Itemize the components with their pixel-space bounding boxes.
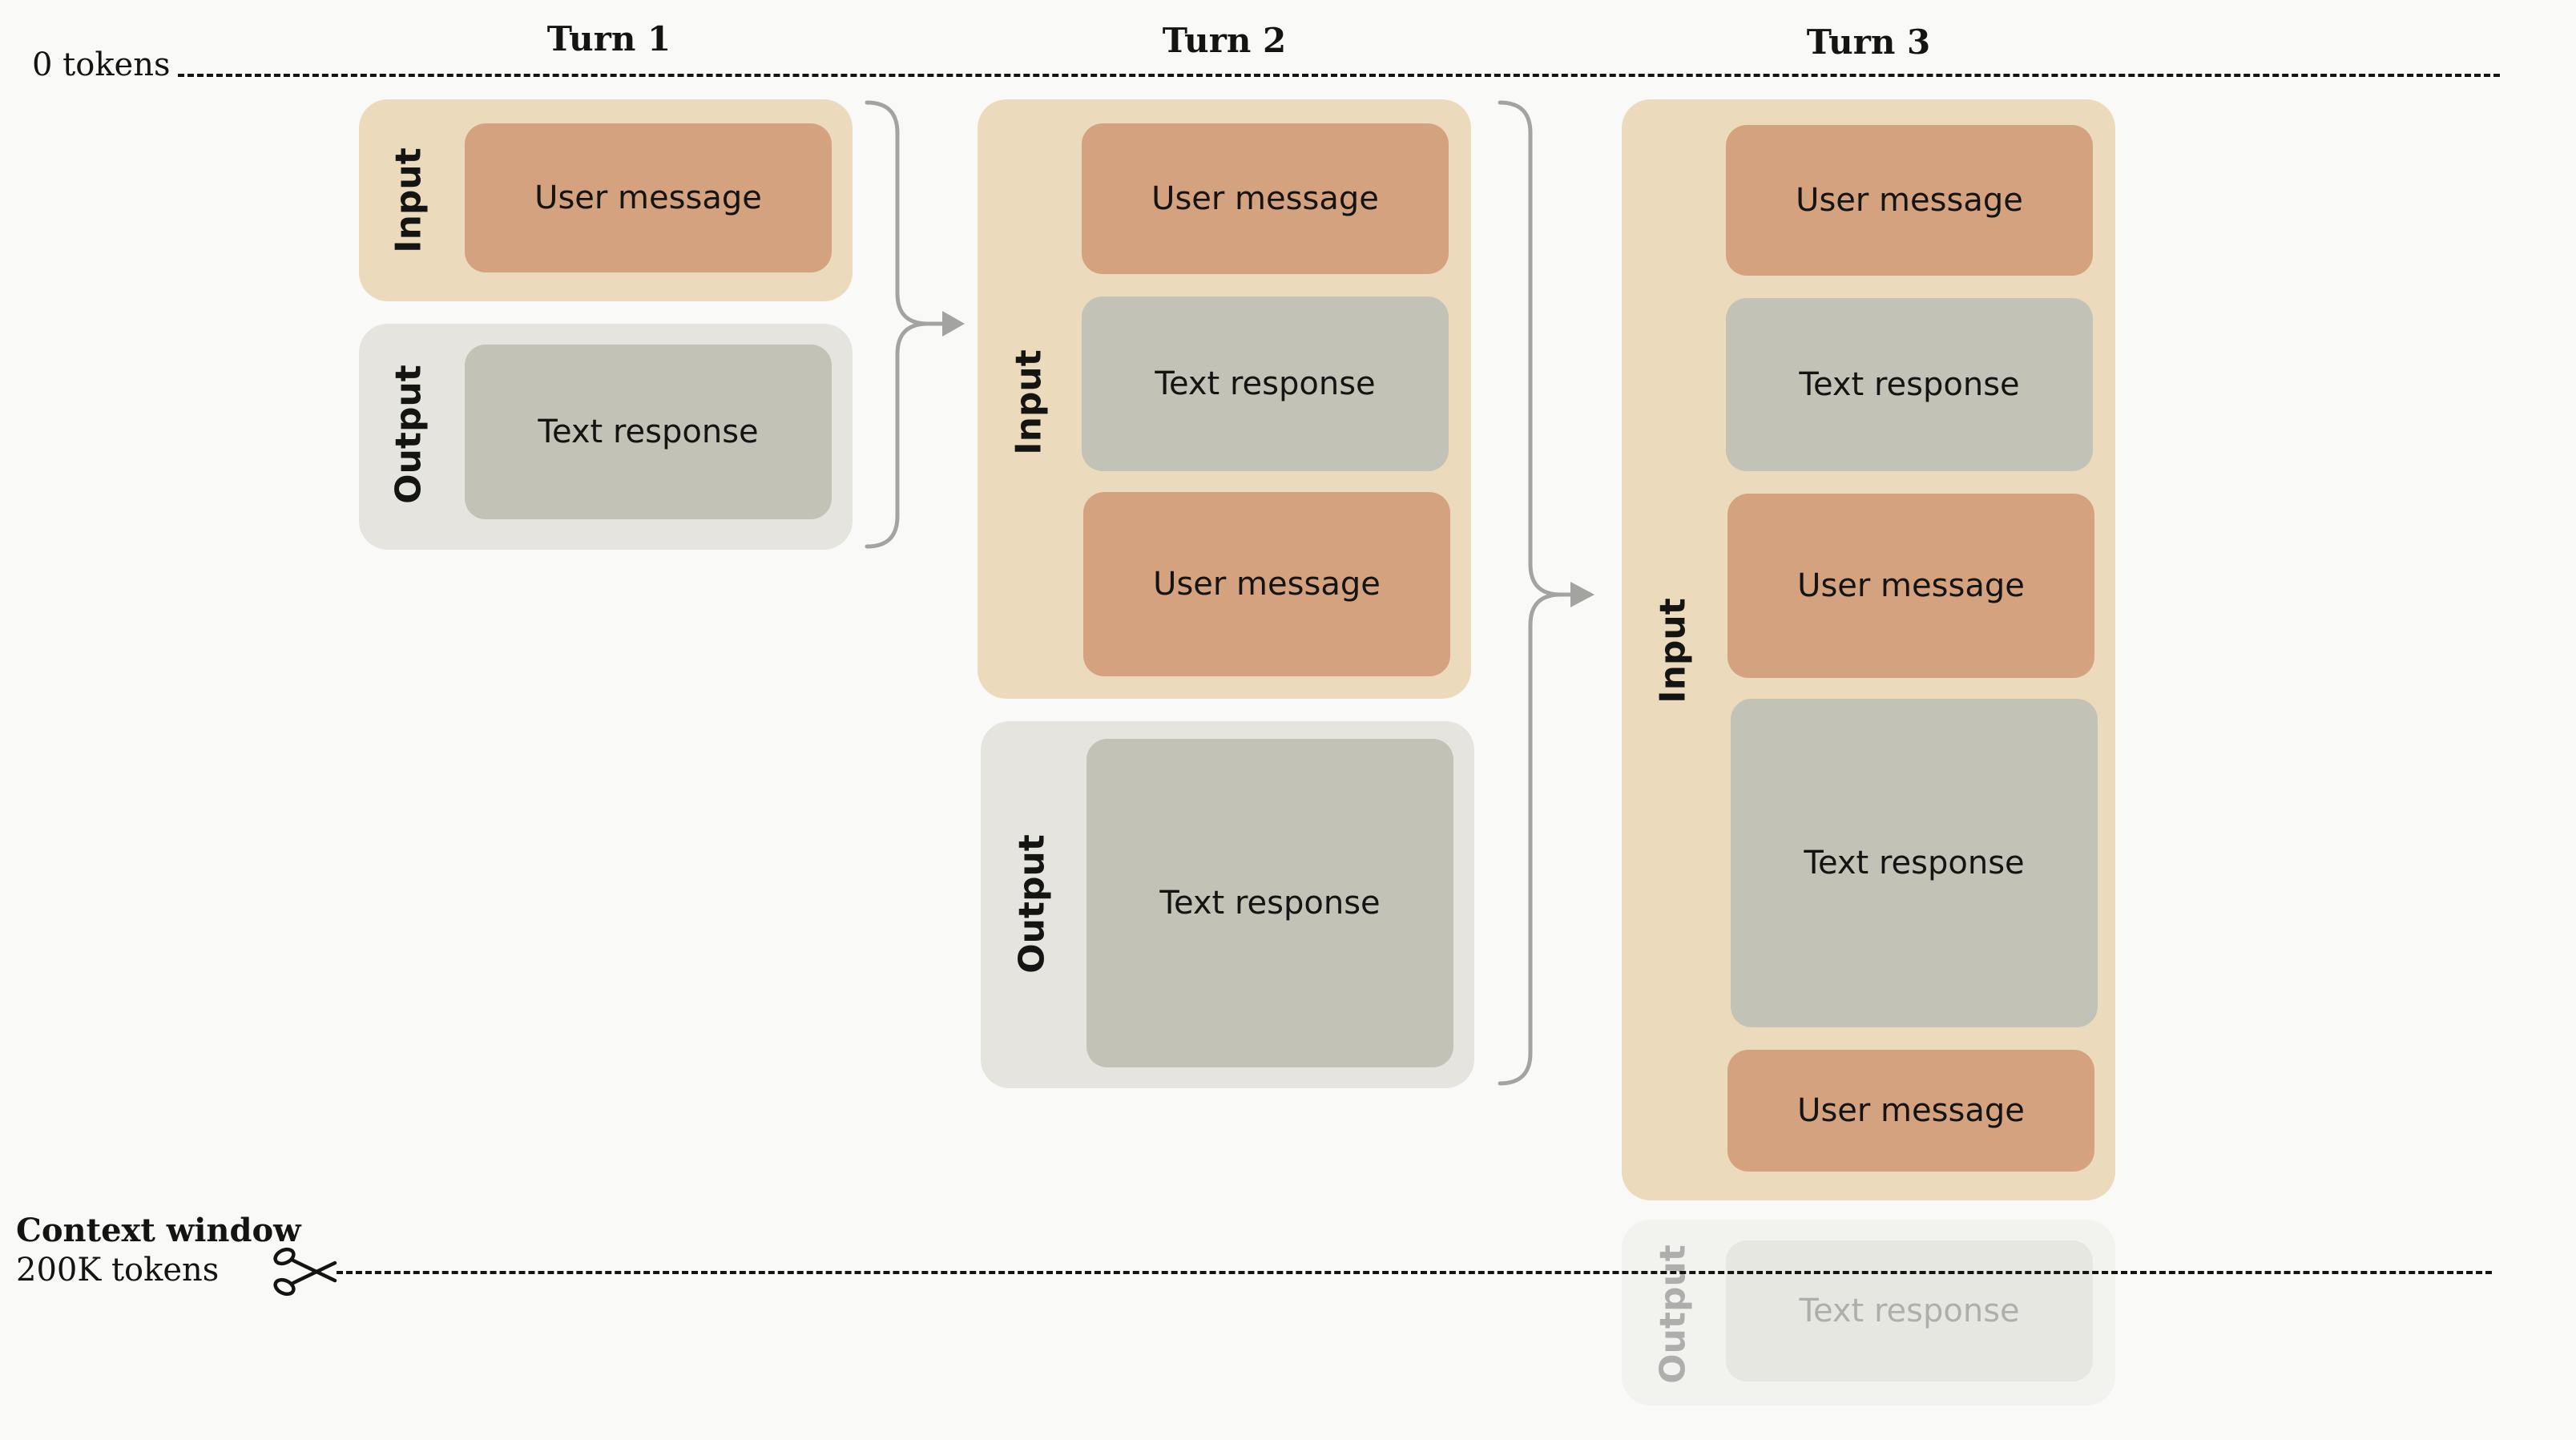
turn-3-text-response-1: Text response: [1726, 298, 2093, 471]
context-limit-line: [337, 1271, 2492, 1274]
turn-3-title: Turn 3: [1806, 22, 1931, 62]
turn-3-user-message-3: User message: [1727, 1050, 2094, 1172]
turn-1-to-turn-2-arrowhead: [942, 311, 965, 337]
top-token-line: [178, 74, 2500, 77]
turn-2-to-turn-3-brace: [1498, 100, 1582, 1086]
turn-1-title: Turn 1: [546, 19, 671, 58]
turn-2-text-response-1: Text response: [1082, 296, 1449, 471]
turn-1-to-turn-2-brace: [865, 100, 956, 549]
turn-2-text-response-2: Text response: [1086, 739, 1453, 1067]
turn-3-text-response-3: Text response: [1726, 1240, 2093, 1382]
turn-2-title: Turn 2: [1162, 21, 1287, 60]
turn-1-text-response: Text response: [465, 345, 832, 519]
turn-2-user-message-1: User message: [1082, 123, 1449, 274]
turn-3-text-response-2: Text response: [1731, 699, 2098, 1027]
zero-tokens-label: 0 tokens: [32, 46, 171, 83]
context-window-title: Context window: [16, 1212, 301, 1249]
turn-2-to-turn-3-arrowhead: [1570, 582, 1594, 607]
turn-3-output-group: [1622, 1220, 2115, 1406]
turn-2-user-message-2: User message: [1083, 492, 1450, 676]
turn-3-user-message-2: User message: [1727, 494, 2094, 678]
context-window-value: 200K tokens: [16, 1252, 220, 1289]
scissors-icon: [273, 1247, 337, 1297]
turn-3-user-message-1: User message: [1726, 125, 2093, 276]
turn-1-user-message: User message: [465, 123, 832, 272]
